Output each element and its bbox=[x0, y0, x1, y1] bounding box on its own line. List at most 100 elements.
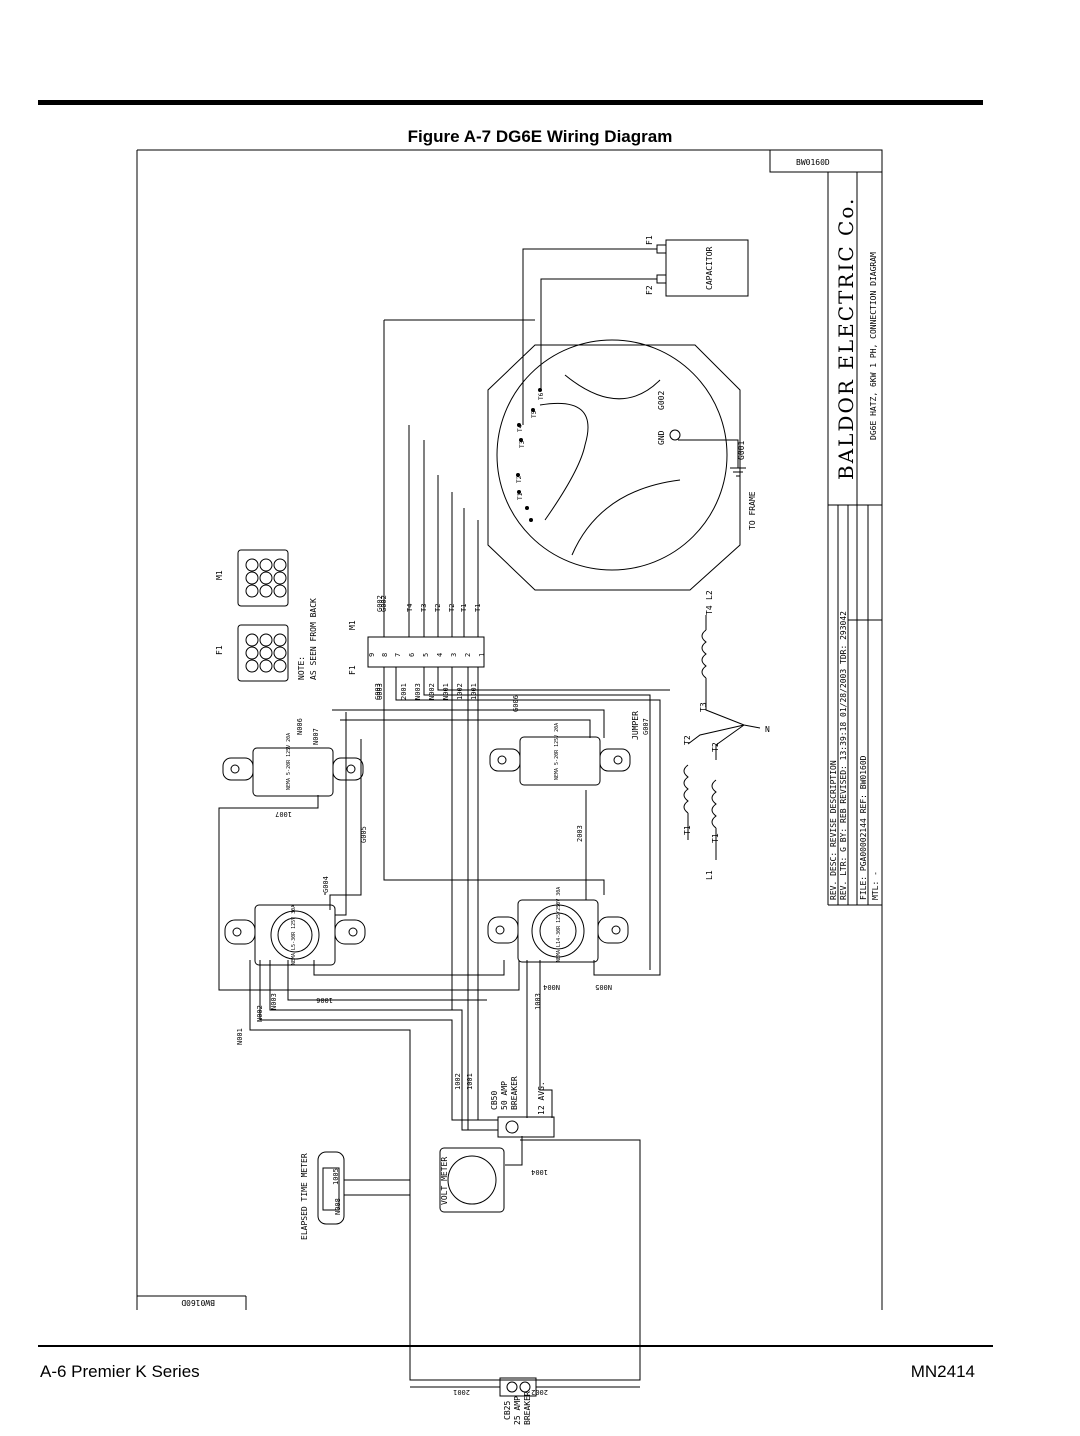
wire-label-2003: 2003 bbox=[576, 825, 584, 842]
wire-label-1005: 1005 bbox=[332, 1168, 340, 1185]
m1-wire-right-t2: T2 bbox=[434, 604, 442, 612]
figure-title: Figure A-7 DG6E Wiring Diagram bbox=[407, 127, 673, 146]
breaker-cb50 bbox=[497, 1116, 555, 1138]
m1-pin-2: 2 bbox=[464, 653, 472, 657]
n-label: N bbox=[765, 725, 770, 734]
stator-lead-t2-3: T2 bbox=[683, 735, 692, 745]
m1-pin-3: 3 bbox=[450, 653, 458, 657]
g002-gen-label: G002 bbox=[657, 391, 666, 410]
m1-wire-right-t2: T2 bbox=[448, 604, 456, 612]
wire-label-g006: G006 bbox=[512, 695, 520, 712]
m1-pin-8: 8 bbox=[381, 653, 389, 657]
m1-pin-6: 6 bbox=[408, 653, 416, 657]
elapsed-time-meter-label: ELAPSED TIME METER bbox=[300, 1153, 309, 1240]
bottom-rule bbox=[38, 1345, 993, 1347]
drawing-number-bottom: BW0160D bbox=[181, 1298, 215, 1307]
top-rule bbox=[38, 100, 983, 105]
wire-label-1006: 1006 bbox=[316, 996, 333, 1004]
note-text: AS SEEN FROM BACK bbox=[309, 598, 318, 680]
m1-terminal-strip bbox=[367, 636, 485, 668]
m1-wire-right-t4: T4 bbox=[406, 604, 414, 612]
jumper-label: JUMPER bbox=[631, 711, 640, 740]
m1-pin-5: 5 bbox=[422, 653, 430, 657]
terminal-label-t6: T6 bbox=[538, 392, 545, 400]
company-name: BALDOR ELECTRIC Co. bbox=[834, 197, 858, 480]
wire-labels: G002G003G004G005G006G007N001N002N003N004… bbox=[236, 595, 650, 1396]
title-rev-desc: REV. DESC: REVISE DESCRIPTION bbox=[829, 760, 838, 900]
wire-label-n008: N008 bbox=[334, 1198, 342, 1215]
wire-label-n007: N007 bbox=[312, 728, 320, 745]
m1-pin-1: 1 bbox=[478, 653, 486, 657]
drawing-title: DG6E HATZ, 6KW 1 PH, CONNECTION DIAGRAM bbox=[869, 252, 878, 440]
m1-strip-label: M1 bbox=[348, 620, 357, 630]
stator-coils bbox=[683, 615, 761, 860]
m1-wire-left-n001: N001 bbox=[442, 683, 450, 700]
stator-lead-l1-7: L1 bbox=[705, 870, 714, 880]
generator-housing bbox=[487, 344, 741, 591]
cb25-type: BREAKER bbox=[523, 1391, 532, 1425]
wire-label-n001: N001 bbox=[236, 1028, 244, 1045]
wire-label-n005: N005 bbox=[595, 983, 612, 991]
f2-label: F2 bbox=[645, 285, 654, 295]
m1-pin-7: 7 bbox=[394, 653, 402, 657]
wire-label-n006: N006 bbox=[296, 718, 304, 735]
stator-lead-t3-2: T3 bbox=[699, 702, 708, 712]
cb50-label: CB50 bbox=[490, 1091, 499, 1110]
receptacle-gfci-right bbox=[519, 736, 601, 786]
stator-lead-t2-4: T2 bbox=[711, 742, 720, 752]
stator-lead-t1-5: T1 bbox=[683, 825, 692, 835]
wire-label-n002: N002 bbox=[256, 1005, 264, 1022]
wire-label-1001: 1001 bbox=[466, 1073, 474, 1090]
wire-label-1004: 1004 bbox=[531, 1168, 548, 1176]
to-frame-label: TO FRAME bbox=[748, 491, 757, 530]
title-mtl: MTL: - bbox=[871, 871, 880, 900]
cb25-rating: 25 AMP bbox=[513, 1396, 522, 1425]
elapsed-time-meter bbox=[317, 1151, 345, 1225]
m1-plug-label: M1 bbox=[215, 570, 224, 580]
wire-gauge-label: 12 AVG. bbox=[537, 1081, 546, 1115]
note-label: NOTE: bbox=[297, 656, 306, 680]
m1-wire-right-t1: T1 bbox=[460, 604, 468, 612]
wire-label-2002: 2002 bbox=[531, 1388, 548, 1396]
terminal-label-t3: T3 bbox=[519, 440, 526, 448]
stator-lead-t4-0: T4 bbox=[705, 605, 714, 615]
cb50-rating: 50 AMP bbox=[500, 1081, 509, 1110]
m1-wire-right-g002: G002 bbox=[380, 595, 388, 612]
drawing-number-box bbox=[769, 149, 883, 173]
footer-right: MN2414 bbox=[910, 1362, 975, 1381]
generator-rotor-outline bbox=[496, 339, 728, 571]
wire-label-2001: 2001 bbox=[453, 1388, 470, 1396]
wire-label-g002: G002 bbox=[376, 595, 384, 612]
wire-label-n004: N004 bbox=[543, 983, 560, 991]
m1-wire-right-t3: T3 bbox=[420, 604, 428, 612]
stator-lead-t1-6: T1 bbox=[711, 833, 720, 843]
m1-wire-left-2001: 2001 bbox=[400, 683, 408, 700]
capacitor bbox=[665, 239, 749, 297]
wire-label-n003: N003 bbox=[270, 993, 278, 1010]
terminal-label-t4: T4 bbox=[517, 424, 524, 432]
connector-f1 bbox=[237, 624, 289, 682]
cb50-type: BREAKER bbox=[510, 1076, 519, 1110]
connector-m1 bbox=[237, 549, 289, 607]
wire-label-g007: G007 bbox=[642, 718, 650, 735]
gnd-label: GND bbox=[657, 430, 666, 445]
wire-label-g003: G003 bbox=[376, 683, 384, 700]
m1-wire-left-1002: 1002 bbox=[456, 683, 464, 700]
capacitor-label: CAPACITOR bbox=[705, 246, 714, 290]
m1-wire-left-g003: G003 bbox=[374, 683, 382, 700]
wire-label-1002: 1002 bbox=[454, 1073, 462, 1090]
receptacle-gfci-left bbox=[252, 747, 334, 797]
receptacle-rating-gfci-left: NEMA 5-20R 125V 20A bbox=[286, 733, 292, 790]
volt-meter bbox=[439, 1147, 505, 1213]
m1-pin-9: 9 bbox=[368, 653, 376, 657]
drawing-number-top: BW0160D bbox=[796, 158, 830, 167]
m1-wire-left-n003: N003 bbox=[414, 683, 422, 700]
receptacle-rating-twistlock-left: NEMA L5-30R 125V 30A bbox=[291, 905, 297, 965]
wire-label-g004: G004 bbox=[322, 876, 330, 893]
title-rev-ltr: REV. LTR: G BY: REB REVISED: 13:39:18 01… bbox=[839, 611, 848, 900]
